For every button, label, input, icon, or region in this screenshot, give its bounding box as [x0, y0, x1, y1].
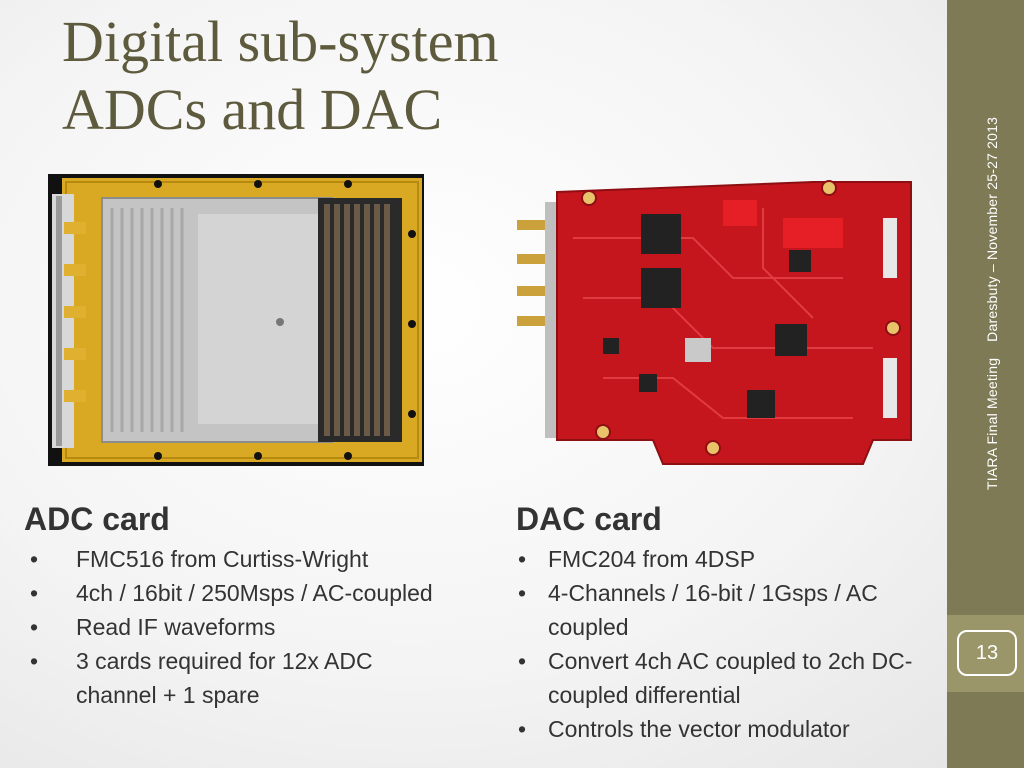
- list-item: FMC204 from 4DSP: [516, 542, 936, 576]
- list-item: FMC516 from Curtiss-Wright: [24, 542, 454, 576]
- event-name: TIARA Final Meeting: [984, 357, 1000, 490]
- adc-card-heading: ADC card: [24, 501, 170, 537]
- dac-card-photo: [513, 178, 913, 468]
- list-item: Read IF waveforms: [24, 610, 454, 644]
- dac-card-section: DAC card FMC204 from 4DSP 4-Channels / 1…: [516, 500, 936, 746]
- adc-card-bullets: FMC516 from Curtiss-Wright 4ch / 16bit /…: [24, 542, 454, 712]
- list-item: 3 cards required for 12x ADC channel + 1…: [24, 644, 454, 712]
- list-item: Controls the vector modulator: [516, 712, 936, 746]
- list-item: 4-Channels / 16-bit / 1Gsps / AC coupled: [516, 576, 936, 644]
- dac-card-heading: DAC card: [516, 501, 662, 537]
- title-line-1: Digital sub-system: [62, 9, 499, 74]
- list-item: Convert 4ch AC coupled to 2ch DC-coupled…: [516, 644, 936, 712]
- list-item: 4ch / 16bit / 250Msps / AC-coupled: [24, 576, 454, 610]
- venue-date: Daresbuty – November 25-27 2013: [984, 116, 1000, 342]
- adc-card-section: ADC card FMC516 from Curtiss-Wright 4ch …: [24, 500, 454, 712]
- adc-card-photo: [48, 174, 424, 466]
- title-line-2: ADCs and DAC: [62, 77, 443, 142]
- sidebar-page-band: [947, 615, 1024, 692]
- sidebar-footer-text: TIARA Final Meeting Daresbuty – November …: [984, 117, 1000, 490]
- page-number: 13: [957, 630, 1017, 676]
- slide-title: Digital sub-system ADCs and DAC: [62, 8, 499, 144]
- dac-card-bullets: FMC204 from 4DSP 4-Channels / 16-bit / 1…: [516, 542, 936, 746]
